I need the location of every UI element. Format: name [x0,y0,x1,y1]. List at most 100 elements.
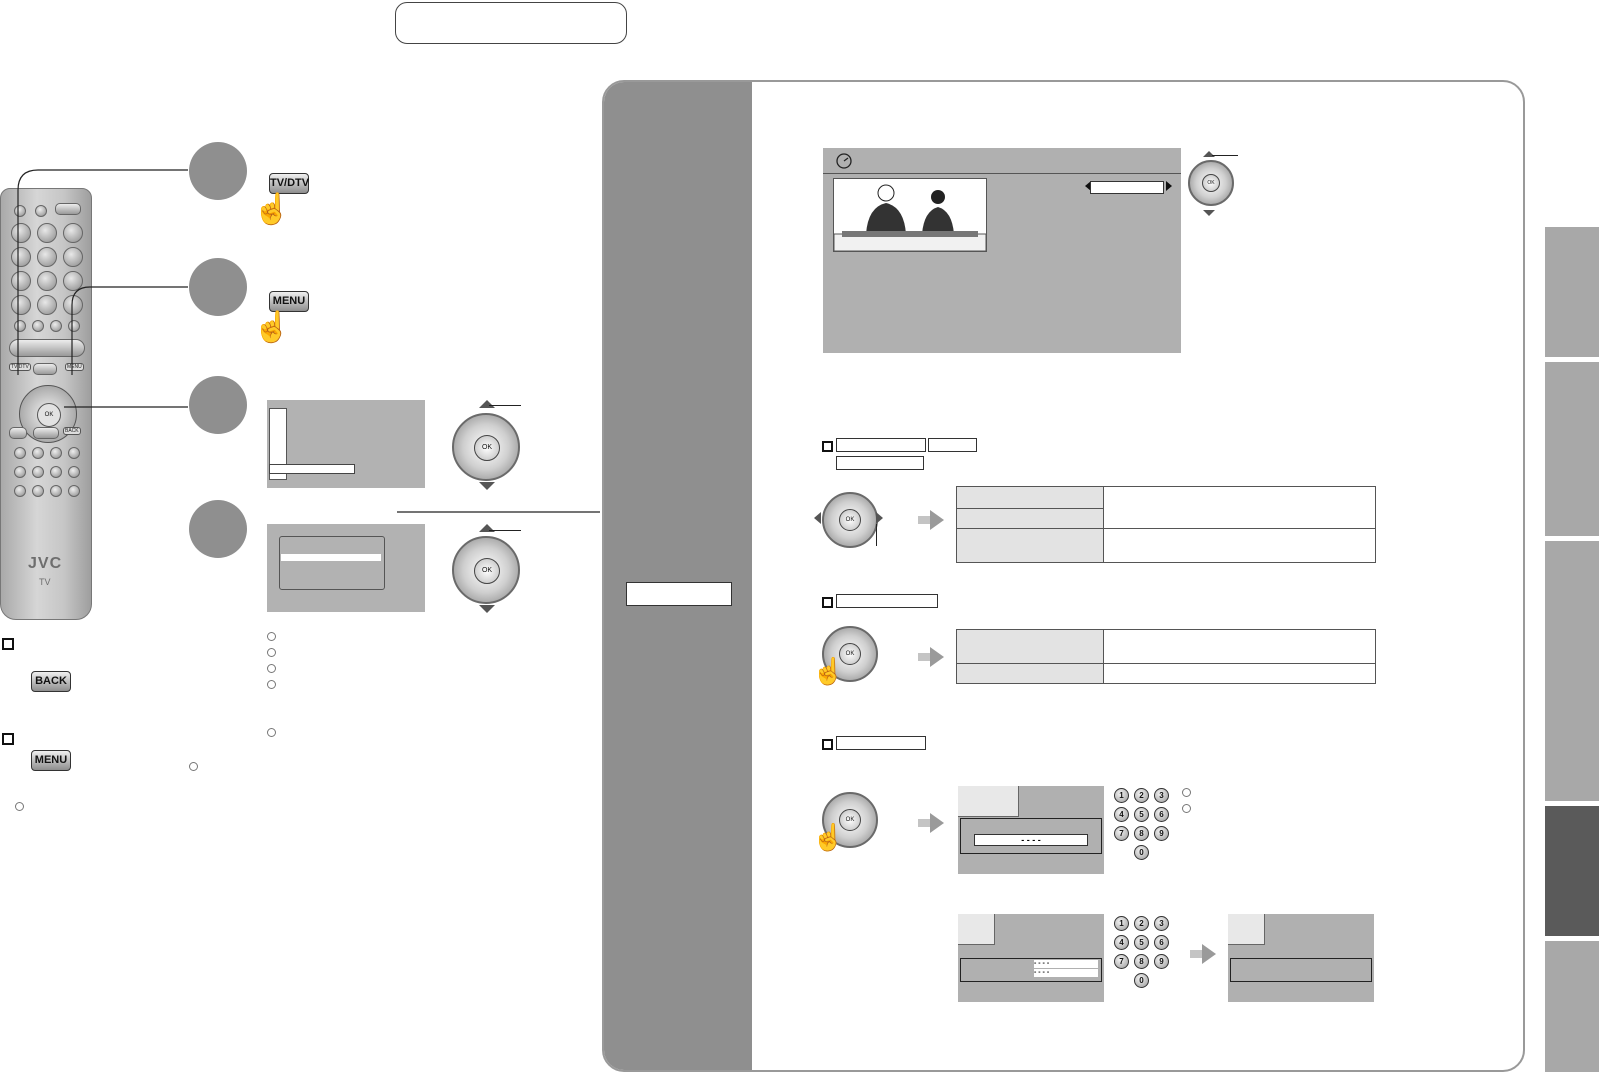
section-tab[interactable] [1545,941,1599,1072]
key-7: 7 [1114,826,1129,841]
tv-dtv-key: TV/DTV [269,173,309,194]
remote-button [14,485,26,497]
remote-button [33,427,59,439]
bullet [267,632,276,641]
thumbnail-picture [1228,914,1265,945]
remote-number-button [37,247,57,267]
dpad-icon: OK [822,492,878,548]
remote-button [68,447,80,459]
arrow-right-icon [1166,181,1172,191]
key-8: 8 [1134,954,1149,969]
key-2: 2 [1134,916,1149,931]
remote-button [50,447,62,459]
step-circle-3 [189,376,247,434]
remote-number-button [11,271,31,291]
pin-dialog [1230,958,1372,982]
bullet [267,664,276,673]
key-6: 6 [1154,935,1169,950]
section-label-box [928,438,977,452]
arrow-right-icon-tail [918,653,930,661]
table-cell [956,528,1104,563]
key-5: 5 [1134,935,1149,950]
remote-control-icon: TV/DTV MENU OK BACK JVC TV [0,188,92,620]
arrow-right-icon-tail [918,516,930,524]
note-square-icon [2,733,14,745]
back-key: BACK [31,671,71,692]
step-circle-1 [189,142,247,200]
remote-button [50,485,62,497]
remote-button [50,466,62,478]
table-cell [956,508,1104,529]
remote-button [68,466,80,478]
remote-number-button [37,271,57,291]
key-3: 3 [1154,916,1169,931]
thumbnail-picture [958,914,995,945]
section-label-box [836,456,924,470]
remote-ok-key: OK [37,403,61,427]
remote-button [14,320,26,332]
connector-lines [17,169,600,513]
table-cell [1103,486,1376,529]
menu-key: MENU [269,291,309,312]
key-2: 2 [1134,788,1149,803]
key-1: 1 [1114,788,1129,803]
submenu-frame [279,536,385,590]
key-5: 5 [1134,807,1149,822]
dpad-icon: OK [822,626,878,682]
ok-key: OK [1202,174,1220,192]
tv-screen-header [823,148,1181,174]
pin-dialog [960,958,1102,982]
remote-button [32,485,44,497]
remote-button [68,485,80,497]
section-tab-active[interactable] [1545,806,1599,936]
tv-screen-mockup [823,148,1181,353]
section-tab[interactable] [1545,541,1599,801]
pointing-hand-icon: ☝ [253,193,291,226]
news-anchors-picture [833,178,987,252]
page-title-box [395,2,627,44]
bullet [189,762,198,771]
leader-line [876,524,877,546]
sidebar-label-box [626,582,732,606]
dpad-icon: OK [452,536,520,604]
table-cell [956,629,1104,664]
ok-key: OK [474,435,500,461]
section-tab[interactable] [1545,362,1599,536]
options-table-b [956,629,1376,684]
brand-logo: JVC [28,555,63,572]
remote-number-button [37,223,57,243]
section-tab[interactable] [1545,227,1599,357]
arrow-left-icon [1085,181,1091,191]
remote-menu-key: MENU [65,363,84,371]
remote-button [9,427,27,439]
remote-button [32,447,44,459]
ok-key: OK [839,643,861,665]
key-0: 0 [1134,845,1149,860]
leader-line [489,530,521,531]
remote-rocker [9,339,85,357]
remote-number-button [37,295,57,315]
step-circle-2 [189,258,247,316]
new-pin-field: - - - - [1034,960,1098,968]
remote-number-button [11,247,31,267]
dpad-icon: OK [1188,160,1234,206]
section-square-icon [822,739,833,750]
key-9: 9 [1154,826,1169,841]
thumbnail-picture [958,786,1019,817]
table-cell [1103,629,1376,664]
arrow-left-icon [814,512,821,524]
arrow-right-icon [930,647,944,667]
dpad-icon: OK [452,413,520,481]
pointing-hand-icon: ☝ [253,311,291,344]
remote-back-key: BACK [63,427,81,435]
arrow-right-icon [876,512,883,524]
remote-number-button [63,247,83,267]
menu-key: MENU [31,750,71,771]
remote-button [14,447,26,459]
arrow-right-icon-tail [1190,950,1202,958]
submenu-screen-thumbnail [267,524,425,612]
remote-number-button [63,271,83,291]
table-cell [1103,663,1376,684]
panel-sidebar [604,82,752,1070]
ok-key: OK [839,809,861,831]
